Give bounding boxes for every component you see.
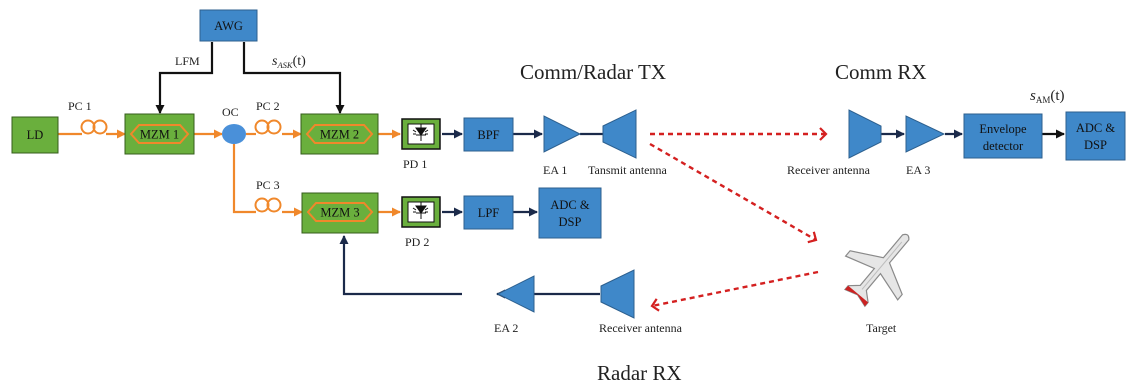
mzm3-block: MZM 3 xyxy=(301,192,379,234)
envelope-detector-block: Envelope detector xyxy=(963,113,1043,159)
antenna-icon xyxy=(600,269,635,319)
bpf-block: BPF xyxy=(463,117,514,152)
awg-feed-lines xyxy=(155,42,1065,139)
svg-text:MZM 1: MZM 1 xyxy=(140,128,179,142)
radar-rx-section-title: Radar RX xyxy=(597,361,682,385)
tx-antenna-label: Tansmit antenna xyxy=(588,163,667,177)
lpf-block: LPF xyxy=(463,195,514,230)
antenna-icon xyxy=(602,109,637,159)
svg-text:ADC &: ADC & xyxy=(1076,121,1116,135)
mzm2-block: MZM 2 xyxy=(300,113,379,155)
svg-text:MZM 2: MZM 2 xyxy=(320,128,359,142)
svg-text:LD: LD xyxy=(27,128,44,142)
antenna-icon xyxy=(848,109,882,159)
s-ask-label: sASK(t) xyxy=(272,54,306,70)
comm-rx-section-title: Comm RX xyxy=(835,60,927,84)
amplifier-icon xyxy=(543,115,582,153)
electrical-links xyxy=(339,129,963,299)
lfm-label: LFM xyxy=(175,54,200,68)
target-label: Target xyxy=(866,321,897,335)
ea3-label: EA 3 xyxy=(906,163,930,177)
amplifier-icon xyxy=(905,115,946,153)
comm-rx-antenna-label: Receiver antenna xyxy=(787,163,871,177)
radar-rx-antenna-label: Receiver antenna xyxy=(599,321,683,335)
oc-label: OC xyxy=(222,105,239,119)
svg-text:DSP: DSP xyxy=(559,215,582,229)
svg-text:detector: detector xyxy=(983,139,1024,153)
svg-text:LPF: LPF xyxy=(478,206,500,220)
ld-block: LD xyxy=(11,116,59,154)
amplifier-icon xyxy=(496,275,535,313)
svg-text:BPF: BPF xyxy=(477,128,499,142)
adc-dsp-block-comm: ADC & DSP xyxy=(1065,111,1126,161)
svg-text:MZM 3: MZM 3 xyxy=(320,206,359,220)
pc3-label: PC 3 xyxy=(256,178,280,192)
photodiode-icon xyxy=(401,118,441,150)
optical-coupler xyxy=(222,124,246,144)
awg-block: AWG xyxy=(199,9,258,42)
airplane-icon xyxy=(843,233,910,308)
pd2-label: PD 2 xyxy=(405,235,429,249)
pd1-label: PD 1 xyxy=(403,157,427,171)
ea2-label: EA 2 xyxy=(494,321,518,335)
svg-text:Envelope: Envelope xyxy=(979,122,1027,136)
ea1-label: EA 1 xyxy=(543,163,567,177)
adc-dsp-block-radar: ADC & DSP xyxy=(538,187,602,239)
mzm1-block: MZM 1 xyxy=(124,113,195,155)
s-am-label: sAM(t) xyxy=(1030,88,1065,105)
svg-text:DSP: DSP xyxy=(1084,138,1107,152)
wireless-links xyxy=(649,127,828,312)
optical-links xyxy=(58,129,401,217)
polarization-controller-icon xyxy=(80,119,282,213)
photodiode-icon xyxy=(401,196,441,228)
svg-text:AWG: AWG xyxy=(214,19,243,33)
tx-section-title: Comm/Radar TX xyxy=(520,60,666,84)
pc1-label: PC 1 xyxy=(68,99,92,113)
svg-text:ADC &: ADC & xyxy=(550,198,590,212)
pc2-label: PC 2 xyxy=(256,99,280,113)
